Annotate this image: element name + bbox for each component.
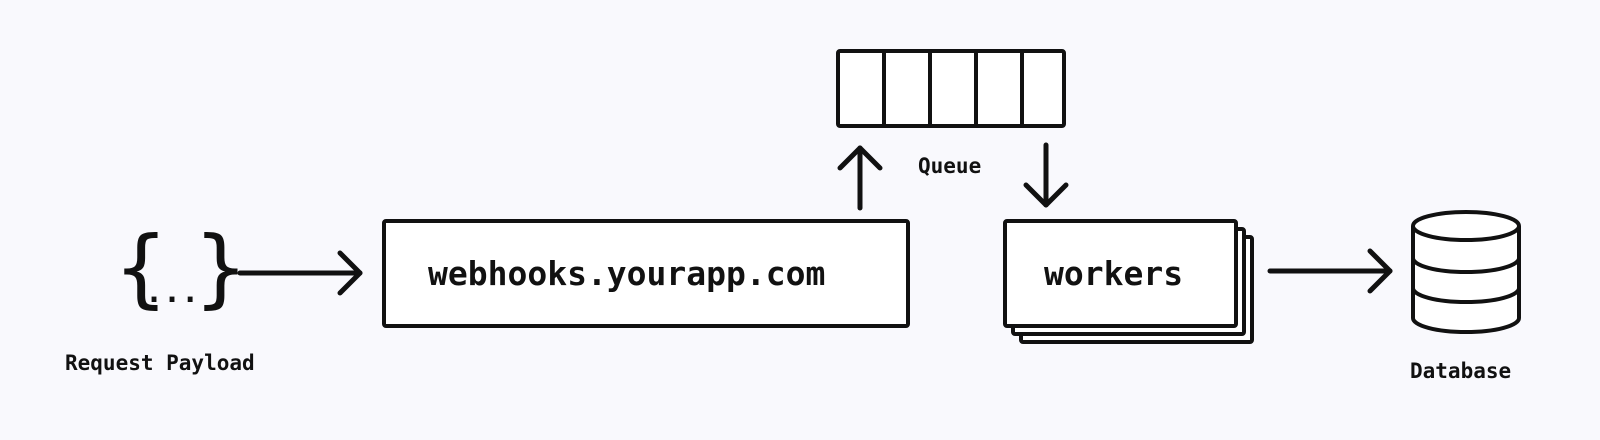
workers-box [1003, 219, 1238, 328]
arrow-endpoint-to-queue [837, 145, 883, 211]
queue-label: Queue [918, 154, 982, 178]
database-label: Database [1410, 359, 1512, 383]
endpoint-box [382, 219, 910, 328]
workers-stack [1003, 219, 1254, 344]
arrow-workers-to-database [1267, 248, 1393, 294]
queue-icon [836, 49, 1066, 128]
arrow-queue-to-workers [1023, 142, 1069, 208]
database-icon [1411, 210, 1521, 334]
ellipsis-icon: ... [145, 275, 200, 310]
arrow-request-to-endpoint [237, 250, 363, 296]
request-payload-label: Request Payload [65, 351, 255, 375]
workers-label: workers [1044, 254, 1184, 293]
endpoint-label: webhooks.yourapp.com [428, 254, 826, 293]
brace-open-icon: { [115, 218, 167, 318]
brace-close-icon: } [195, 218, 247, 318]
